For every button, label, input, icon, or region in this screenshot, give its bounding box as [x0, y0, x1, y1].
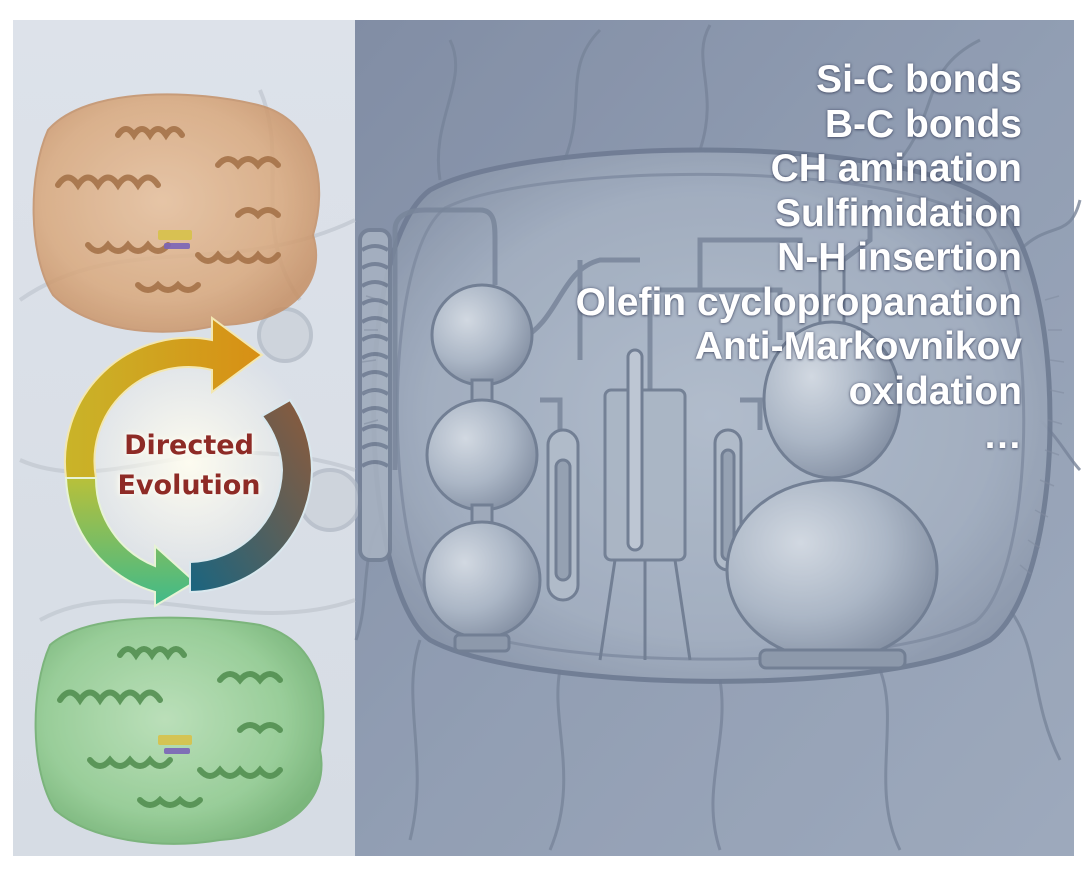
- cycle-label-line-1: Directed: [124, 430, 254, 461]
- reaction-list: Si-C bonds B-C bonds CH amination Sulfim…: [576, 58, 1022, 459]
- reaction-item-cyclopropanation: Olefin cyclopropanation: [575, 280, 1022, 324]
- bottom-protein-structure-icon: [34, 616, 325, 845]
- top-protein-structure-icon: [32, 93, 321, 333]
- reaction-item-anti-markovnikov: Anti-Markovnikov: [694, 325, 1022, 368]
- reaction-item-ch-amination: CH amination: [770, 147, 1022, 190]
- reaction-item-b-c: B-C bonds: [824, 102, 1022, 146]
- reaction-item-sulfimidation: Sulfimidation: [775, 191, 1022, 235]
- cycle-label: Directed Evolution: [98, 426, 280, 506]
- reaction-item-ellipsis: …: [983, 414, 1022, 457]
- cycle-arrows-icon: [63, 316, 314, 608]
- reaction-item-si-c: Si-C bonds: [816, 58, 1022, 101]
- reaction-item-oxidation: oxidation: [848, 369, 1022, 413]
- cycle-label-line-2: Evolution: [117, 470, 261, 501]
- reaction-item-nh-insertion: N-H insertion: [777, 236, 1022, 279]
- bacterial-cell-icon: [354, 24, 1082, 851]
